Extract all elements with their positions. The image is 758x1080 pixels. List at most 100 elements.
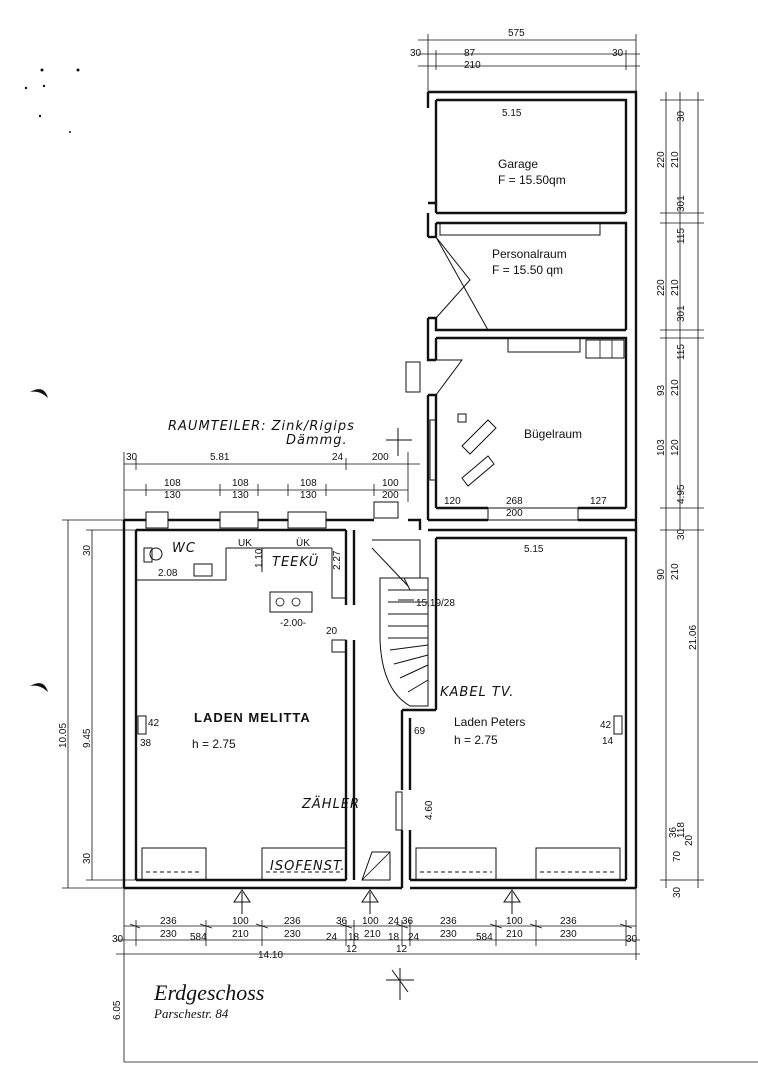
b2-2: 230 [284,929,301,940]
bottom-dims-row3: 30 584 12 12 584 30 [112,932,638,955]
personalraum-area: F = 15.50 qm [492,263,563,277]
buegel-dim-1: 120 [444,496,461,507]
win-a-2: 108 [232,478,249,489]
rdim-9: 93 [656,384,667,396]
rdim-20: 20 [684,834,695,846]
rdim-3: 301 [676,195,687,212]
peters-side-1: 42 [600,720,612,731]
rdim-13: 4.95 [676,484,687,504]
b3-1: 584 [190,932,207,943]
win-b-2: 130 [232,490,249,501]
b1-8: 100 [506,916,523,927]
annex-walls [426,90,638,530]
b3-5: 30 [626,934,638,945]
door-dim-2: 2.27 [332,550,343,570]
main-walls [122,518,638,890]
b1-3: 36 [336,916,348,927]
buegel-dim-2: 268 [506,496,523,507]
scan-marks [24,68,80,692]
kitchen-dim: 20 [326,626,338,637]
b2-3: 24 [326,932,338,943]
rdim-15: 90 [656,568,667,580]
plan-address: Parschestr. 84 [153,1006,229,1021]
kitchen-width: -2.00- [280,618,306,629]
b2-6: 18 [388,932,400,943]
b2-4: 18 [348,932,360,943]
b1-9: 236 [560,916,577,927]
b3-4: 584 [476,932,493,943]
win-b-3: 130 [300,490,317,501]
uk-label: UK [238,538,252,549]
laden-melitta-height: h = 2.75 [192,737,236,751]
rdim-21: 70 [672,850,683,862]
rdim-8: 115 [676,344,687,360]
buegel-dim-4: 127 [590,496,607,507]
b2-1: 210 [232,929,249,940]
b1-4: 100 [362,916,379,927]
dim-top-right: 30 [612,48,624,59]
b1-0: 236 [160,916,177,927]
peters-small-2: 4.60 [424,800,435,820]
dim-top-total: 575 [508,28,525,39]
b1-5: 24 [388,916,400,927]
zaehler-label: ZÄHLER [301,796,360,812]
laden-peters-label: Laden Peters [454,715,525,729]
personalraum-label: Personalraum [492,247,567,261]
rdim-22: 30 [672,886,683,898]
b3-0: 30 [112,934,124,945]
rdim-11: 103 [656,439,667,456]
stairs-label: 15.19/28 [416,598,455,609]
melitta-side-2: 38 [140,738,152,749]
b2-5: 210 [364,929,381,940]
shop-windows [141,847,621,881]
rdim-4: 115 [676,228,687,244]
dim-top-mid2: 210 [464,60,481,71]
ldim-945: 9.45 [82,728,93,748]
rdim-2: 210 [670,151,681,168]
buegelraum-label: Bügelraum [524,427,582,441]
laden-peters-height: h = 2.75 [454,733,498,747]
b2-8: 230 [440,929,457,940]
rdim-5: 220 [656,279,667,296]
ldim-30-bottom: 30 [82,852,93,864]
b3-3: 12 [396,944,408,955]
rdim-6: 210 [670,279,681,296]
daemmung-note: Dämmg. [286,433,348,448]
win-a-4: 100 [382,478,399,489]
wc-size: 2.08 [158,568,178,579]
dim-top-left: 30 [410,48,422,59]
peters-width: 5.15 [524,544,544,555]
bottom-dims-row2: 230 210 230 24 18 210 18 24 230 210 230 [160,929,577,943]
rdim-17: 21.06 [688,625,699,650]
door-dim-1: 1.10 [254,548,265,568]
ufront-581: 5.81 [210,452,230,463]
b1-7: 236 [440,916,457,927]
b1-2: 236 [284,916,301,927]
garage-area: F = 15.50qm [498,173,566,187]
ue-label: ÜK [296,537,310,549]
right-dims: 30 220 210 301 115 220 210 301 115 93 21… [656,110,699,898]
win-b-1: 130 [164,490,181,501]
staircase [371,539,429,707]
peters-side-2: 14 [602,736,614,747]
isofenst-label: ISOFENST. [270,859,346,874]
peters-small-1: 69 [414,726,426,737]
b1-6: 36 [402,916,414,927]
bottom-total: 14.10 [258,950,283,961]
plan-title: Erdgeschoss [153,980,264,1005]
buegel-dim-3: 200 [506,508,523,519]
b2-10: 230 [560,929,577,940]
rdim-18: 36 [668,826,679,838]
dim-top-mid: 87 [464,48,476,59]
ufront-24: 24 [332,452,344,463]
kabeltv-label: KABEL TV. [440,685,514,700]
b2-0: 230 [160,929,177,940]
laden-melitta-label: LADEN MELITTA [194,710,311,725]
b1-1: 100 [232,916,249,927]
win-a-1: 108 [164,478,181,489]
ufront-30: 30 [126,452,138,463]
rdim-7: 301 [676,305,687,322]
entrance-arrows [233,428,521,1000]
ldim-30-top: 30 [82,544,93,556]
